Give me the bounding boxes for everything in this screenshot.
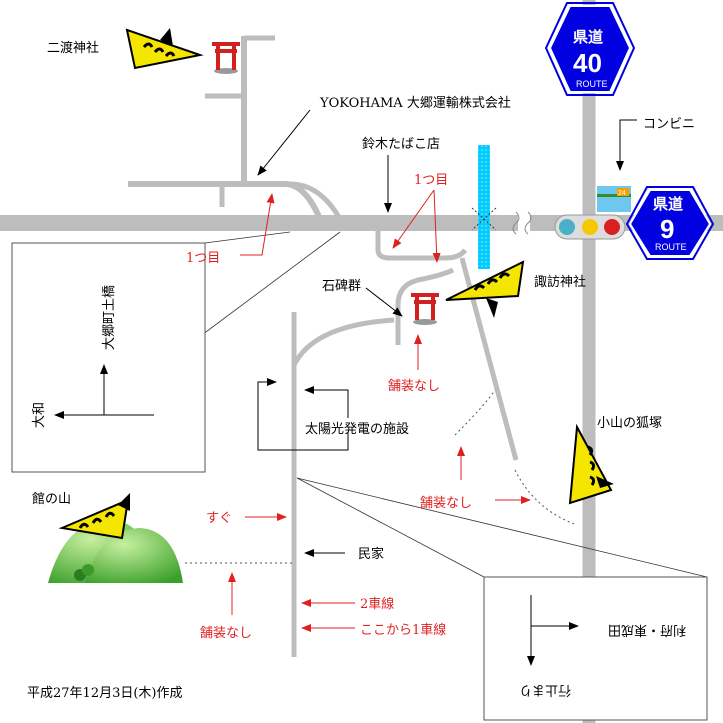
traffic-light-icon — [554, 214, 626, 240]
inset-north-label: 大郷町土橋 — [102, 285, 117, 350]
svg-text:県道: 県道 — [653, 195, 683, 213]
svg-text:ROUTE: ROUTE — [655, 242, 687, 252]
stone-monuments-label: 石碑群 — [322, 278, 361, 294]
tate-mountain-label: 館の山 — [32, 492, 71, 507]
caution-sign-icon — [445, 260, 525, 318]
caution-sign-icon — [568, 423, 614, 505]
suzuki-tobacco-label: 鈴木たばこ店 — [362, 137, 440, 152]
koyama-fox-mound-label: 小山の狐塚 — [597, 416, 662, 431]
first-turn-label-right: 1つ目 — [414, 173, 448, 188]
unpaved-label: 舗装なし — [388, 379, 440, 394]
inset-west-label: 大和 — [32, 402, 47, 428]
road-break-mark — [512, 211, 532, 235]
store-badge: 24 — [618, 190, 626, 197]
torii-icon — [411, 293, 439, 325]
suwa-shrine-label: 諏訪神社 — [534, 274, 586, 290]
annotation-arrows — [228, 189, 531, 632]
soon-label: すぐ — [206, 511, 232, 526]
created-date-label: 平成27年12月3日(木)作成 — [27, 686, 183, 701]
solar-facility-label: 太陽光発電の施設 — [305, 421, 409, 437]
futawatari-shrine-label: 二渡神社 — [47, 40, 99, 56]
route-9-sign: 県道 9 ROUTE — [625, 186, 715, 260]
convenience-store-label: コンビニ — [643, 117, 695, 132]
yokohama-company-label: YOKOHAMA 大郷運輸株式会社 — [319, 95, 511, 111]
svg-text:ROUTE: ROUTE — [576, 79, 608, 89]
convenience-store-icon: 24 — [597, 186, 631, 212]
route-40-sign: 県道 40 ROUTE — [544, 2, 636, 96]
inset-right: 利府・東成田 行止まり — [483, 576, 708, 721]
bridge-mark — [471, 207, 497, 231]
pointer-arrows — [257, 109, 637, 557]
inset-east-label: 利府・東成田 — [608, 622, 686, 638]
one-lane-label: ここから1車線 — [360, 622, 446, 638]
svg-text:40: 40 — [573, 48, 602, 78]
inset-dead-end-label: 行止まり — [519, 682, 571, 697]
unpaved-label: 舗装なし — [200, 626, 252, 641]
private-house-label: 民家 — [358, 546, 384, 562]
first-turn-label-left: 1つ目 — [186, 251, 220, 266]
river — [478, 145, 490, 269]
mountain-icon — [48, 493, 183, 583]
svg-text:県道: 県道 — [573, 28, 603, 46]
inset-left: 大郷町土橋 大和 — [11, 242, 206, 473]
unpaved-label: 舗装なし — [420, 496, 472, 511]
two-lanes-label: 2車線 — [360, 596, 394, 612]
caution-sign-icon — [125, 28, 204, 70]
svg-text:9: 9 — [660, 214, 674, 244]
torii-icon — [212, 42, 240, 74]
